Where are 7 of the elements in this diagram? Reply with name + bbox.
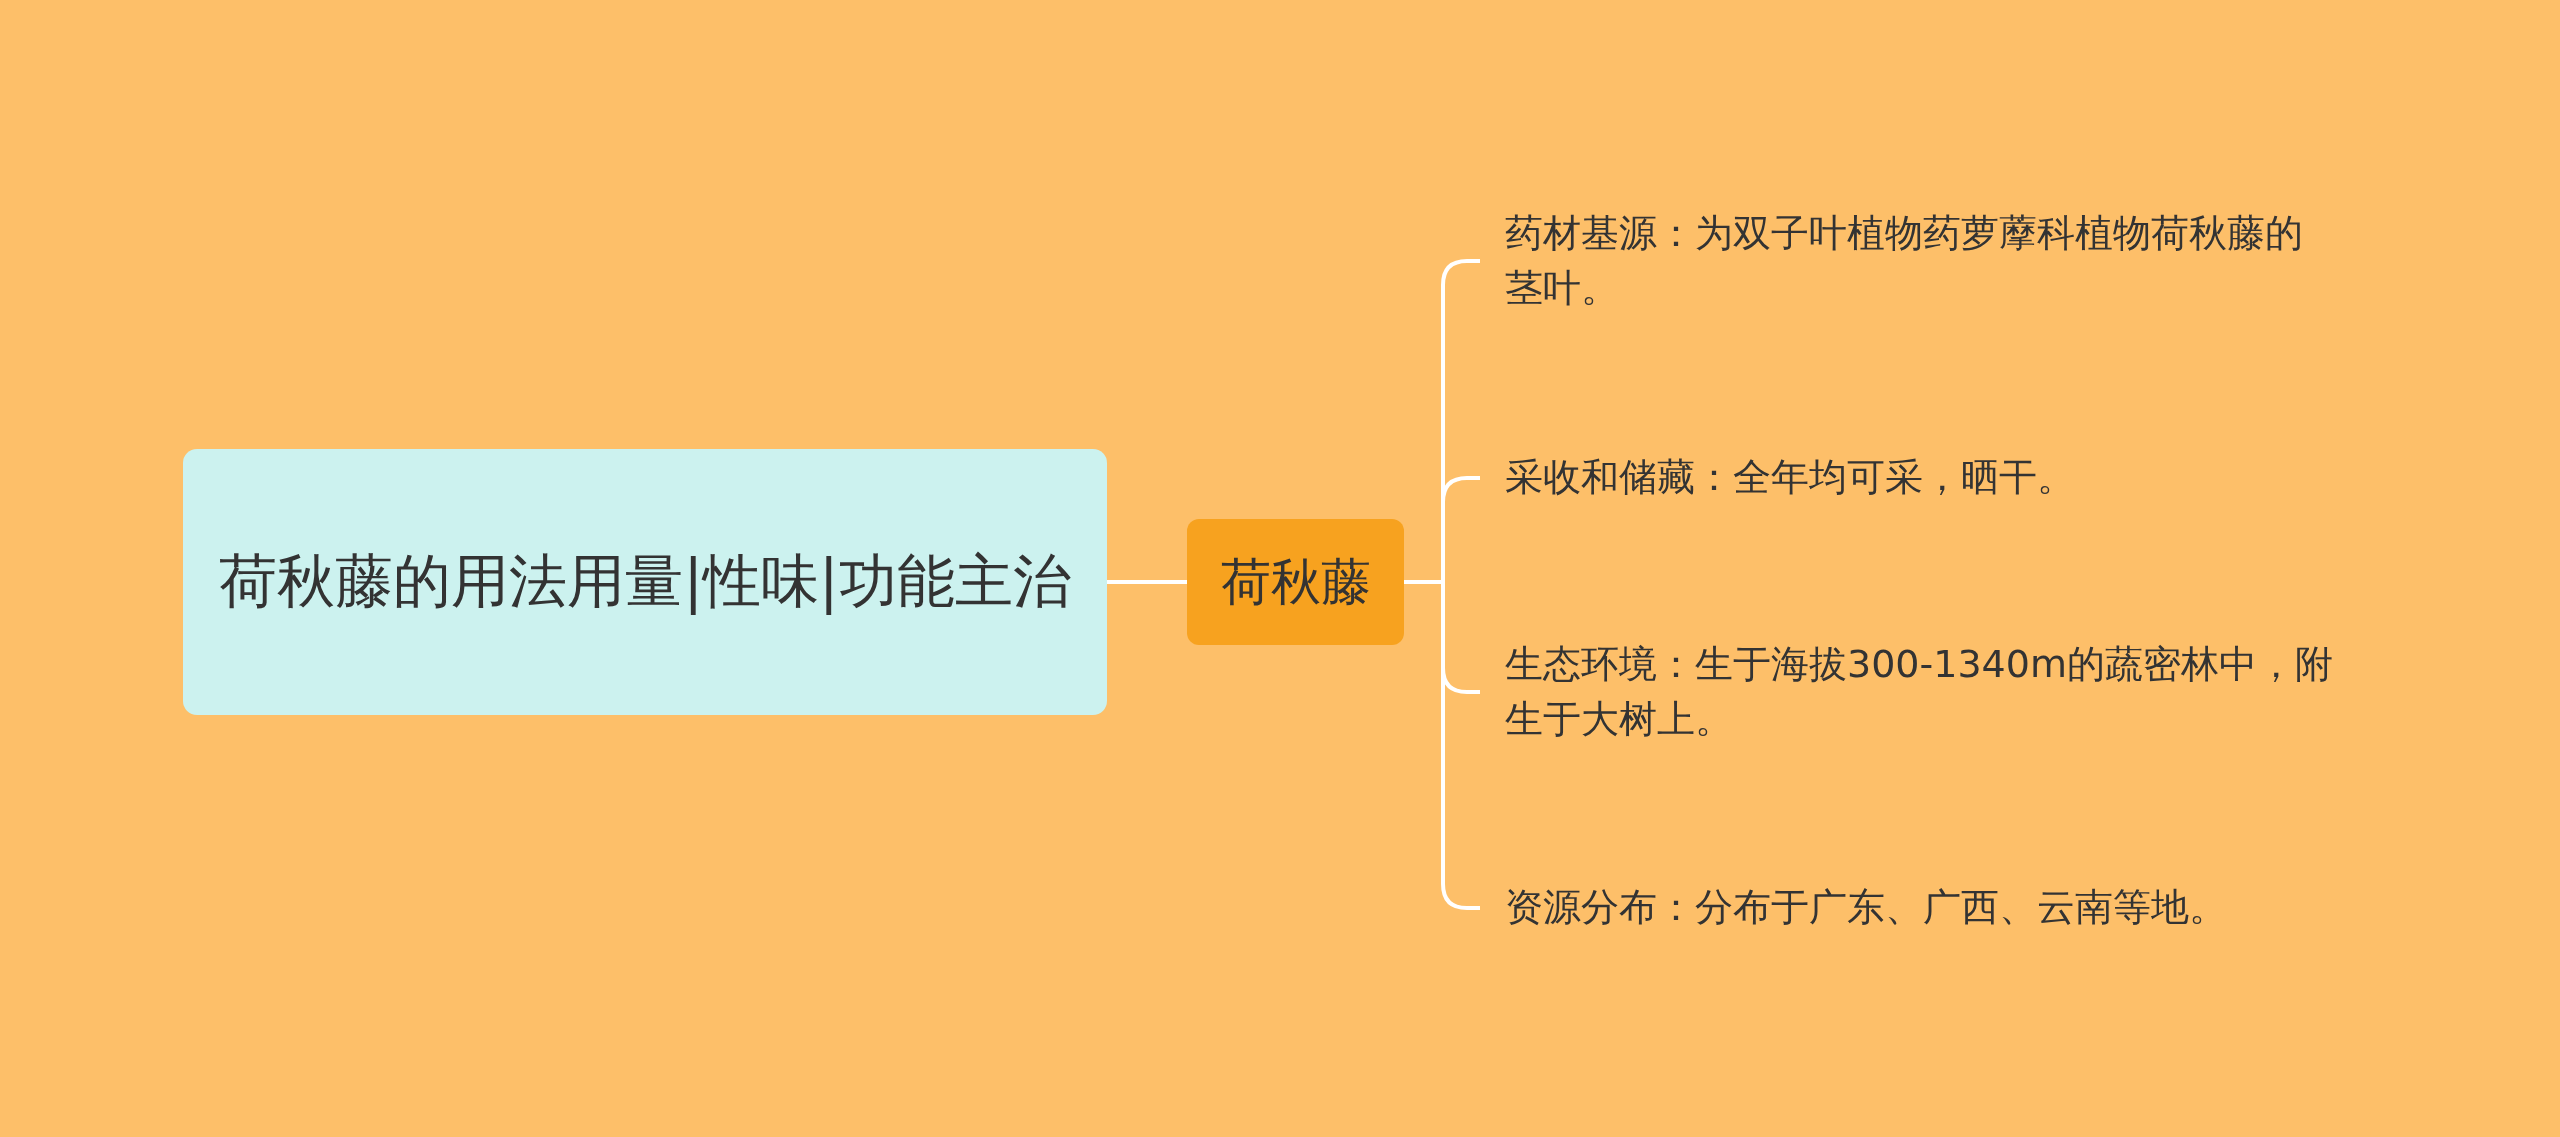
leaf-text: 资源分布：分布于广东、广西、云南等地。 xyxy=(1480,880,2340,936)
leaf-text: 药材基源：为双子叶植物药萝藦科植物荷秋藤的茎叶。 xyxy=(1480,205,2340,317)
leaf-text: 生态环境：生于海拔300-1340m的蔬密林中，附生于大树上。 xyxy=(1480,636,2340,748)
connector-line xyxy=(1107,580,1187,584)
leaf-text: 采收和储藏：全年均可采，晒干。 xyxy=(1480,450,2340,506)
topic-box: 荷秋藤的用法用量|性味|功能主治 xyxy=(183,449,1107,715)
subtopic-box: 荷秋藤 xyxy=(1187,519,1404,645)
